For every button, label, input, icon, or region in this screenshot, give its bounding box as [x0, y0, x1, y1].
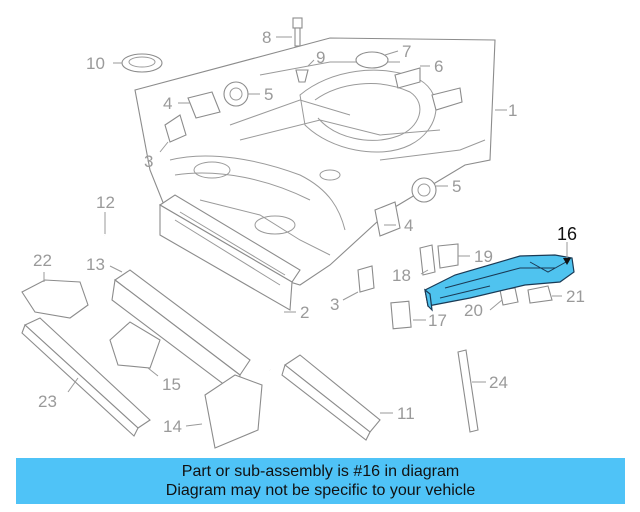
callout-3a: 3	[144, 152, 153, 171]
callout-13: 13	[86, 255, 105, 274]
cross-member-part	[158, 194, 301, 311]
leader-lines	[43, 36, 571, 427]
callout-23: 23	[38, 392, 57, 411]
callout-8: 8	[262, 28, 271, 47]
callout-16[interactable]: 16	[557, 224, 577, 244]
info-banner: Part or sub-assembly is #16 in diagram D…	[16, 458, 625, 504]
callout-4a: 4	[163, 94, 172, 113]
callout-21: 21	[566, 287, 585, 306]
callout-19: 19	[474, 247, 493, 266]
callout-5b: 5	[452, 177, 461, 196]
callout-6: 6	[434, 57, 443, 76]
callout-20: 20	[464, 301, 483, 320]
small-parts	[21, 17, 553, 449]
callout-7: 7	[402, 42, 411, 61]
callout-1: 1	[508, 101, 517, 120]
callout-22: 22	[33, 251, 52, 270]
callout-3b: 3	[330, 295, 339, 314]
callout-4b: 4	[404, 216, 413, 235]
callout-5a: 5	[264, 85, 273, 104]
callout-18: 18	[392, 266, 411, 285]
parts-diagram: 1 2 3 3 4 4 5 5 6 7 8 9 10 11 12 13 14 1…	[21, 17, 585, 449]
callout-12: 12	[96, 193, 115, 212]
callout-10: 10	[86, 54, 105, 73]
callout-2: 2	[300, 303, 309, 322]
callout-11: 11	[397, 404, 415, 423]
callout-labels: 1 2 3 3 4 4 5 5 6 7 8 9 10 11 12 13 14 1…	[33, 28, 585, 436]
callout-9: 9	[316, 48, 325, 67]
callout-15: 15	[162, 375, 181, 394]
banner-line-1: Part or sub-assembly is #16 in diagram	[181, 463, 460, 480]
callout-14: 14	[163, 417, 182, 436]
callout-17: 17	[428, 311, 447, 330]
highlighted-part-16[interactable]	[424, 254, 575, 312]
callout-24: 24	[489, 373, 508, 392]
banner-line-2: Diagram may not be specific to your vehi…	[165, 482, 476, 499]
